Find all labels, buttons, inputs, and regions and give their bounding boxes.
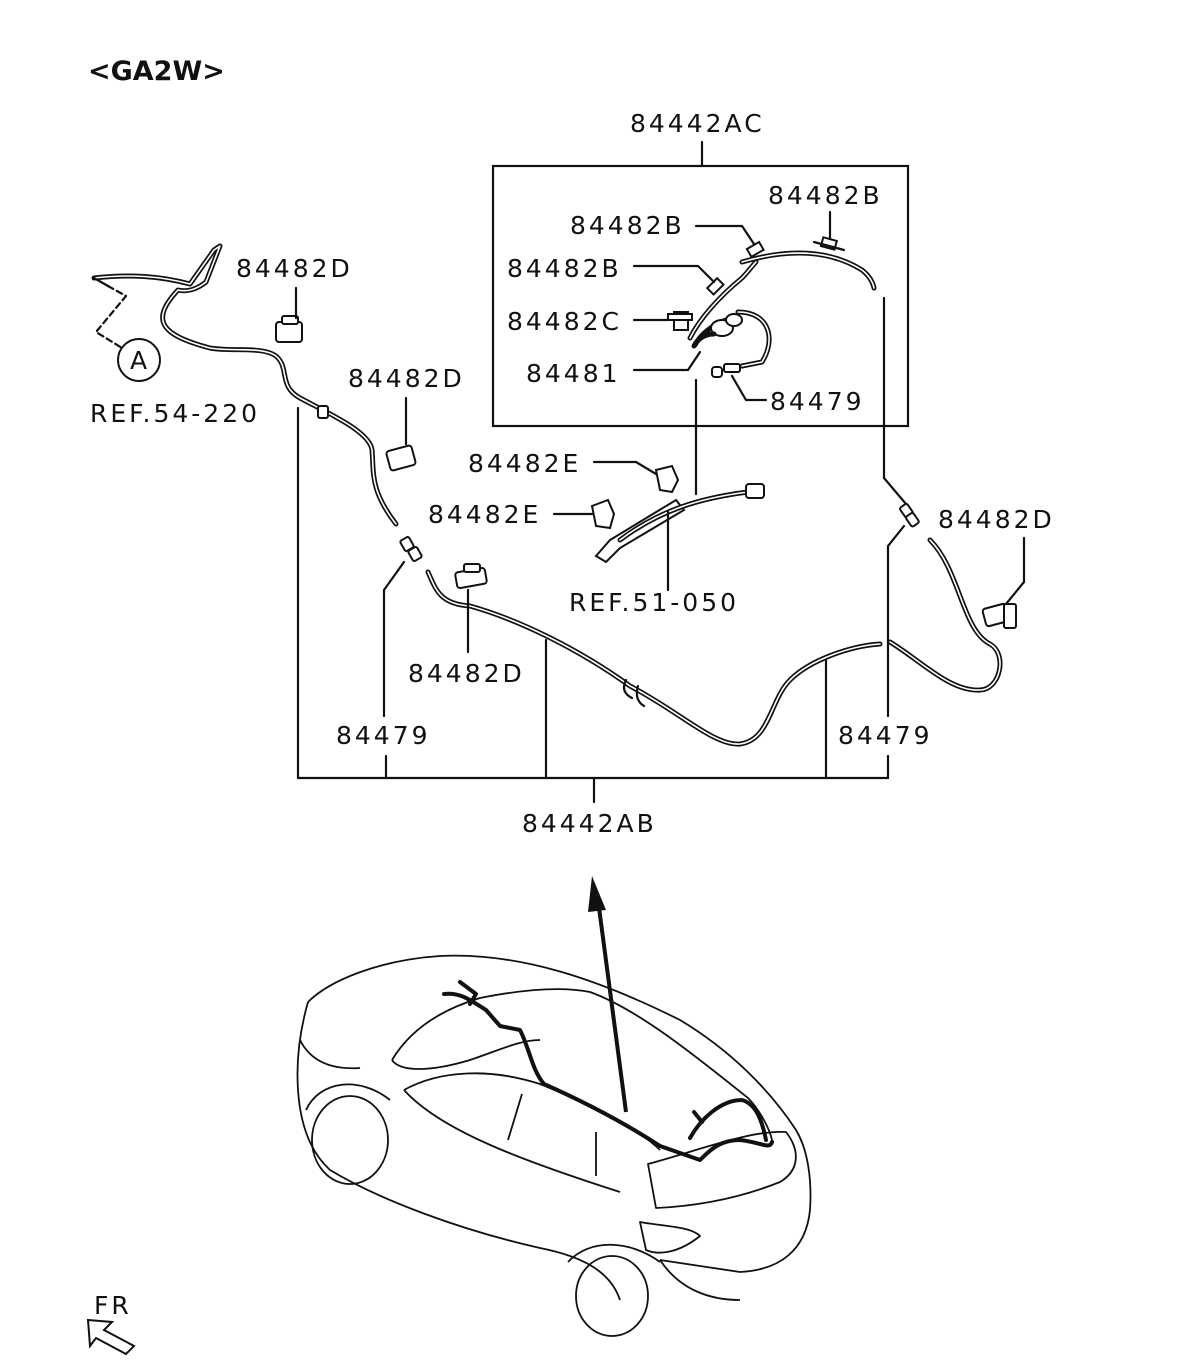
label-84481: 84481 (526, 359, 621, 388)
rear-wiper-arm (594, 483, 765, 564)
callout-a-letter: A (130, 346, 150, 375)
front-label: FR (94, 1291, 132, 1320)
joint-84479-left (399, 536, 423, 562)
clamp-84482b-left (705, 276, 725, 296)
bracket-84442ab (296, 406, 890, 804)
clamp-84482b-mid (745, 240, 765, 259)
label-84442ab: 84442AB (522, 809, 657, 838)
clamp-84482d-bottom (454, 563, 488, 590)
variant-title: <GA2W> (88, 56, 225, 87)
valve-84481 (691, 313, 743, 349)
front-direction-arrow-icon (86, 1318, 136, 1356)
front-direction-mark: FR (86, 1291, 136, 1356)
clip-84482e-bottom (590, 498, 616, 530)
label-84482e-bottom: 84482E (428, 500, 541, 529)
label-84482b-right: 84482B (768, 181, 883, 210)
label-84479-left: 84479 (336, 721, 431, 750)
label-ref-51-050: REF.51-050 (569, 588, 739, 617)
clamp-84482d-mid (385, 444, 417, 472)
clamp-84482d-top (275, 315, 303, 343)
clip-84482c (667, 311, 693, 331)
label-84479-right: 84479 (838, 721, 933, 750)
hose-right-branch (882, 296, 1003, 693)
clamp-84482b-right (812, 236, 846, 252)
assembly-box (491, 164, 910, 428)
label-84482b-mid: 84482B (570, 211, 685, 240)
callout-a: A (94, 284, 161, 382)
label-84442ac: 84442AC (630, 109, 765, 138)
label-84482b-left: 84482B (507, 254, 622, 283)
main-hose (91, 243, 883, 747)
label-84479-box: 84479 (770, 387, 865, 416)
assembly-84442ac: 84442AC (491, 109, 910, 428)
label-84482d-mid: 84482D (348, 364, 465, 393)
label-ref-54-220: REF.54-220 (90, 399, 260, 428)
label-84482d-top: 84482D (236, 254, 353, 283)
label-84482c: 84482C (507, 307, 622, 336)
label-84482d-bottom: 84482D (408, 659, 525, 688)
vehicle-outline (296, 954, 812, 1337)
box-hoses (687, 250, 877, 369)
label-84482e-top: 84482E (468, 449, 581, 478)
clamp-84482d-right (981, 602, 1017, 629)
label-84482d-right: 84482D (938, 505, 1055, 534)
clip-84482e-top (654, 464, 680, 494)
joint-84479-box (711, 363, 741, 378)
location-arrow (588, 876, 628, 1113)
